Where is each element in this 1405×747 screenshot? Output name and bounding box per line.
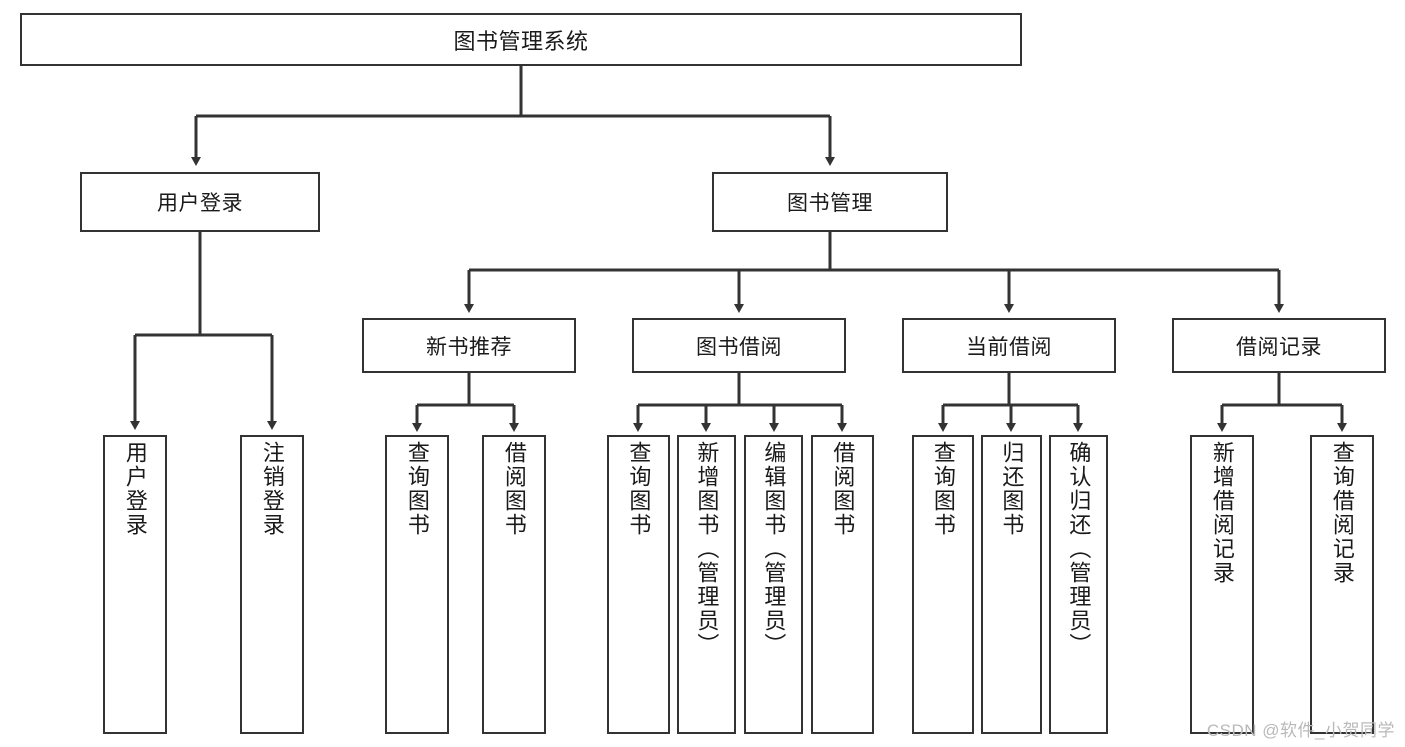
node-new-book-recommend-label: 新书推荐 — [426, 335, 512, 359]
leaf-query-books-recommend-label: 查询图书 — [404, 441, 430, 537]
leaf-borrow-books-label: 借阅图书 — [830, 441, 856, 537]
leaf-borrow-books-recommend-label: 借阅图书 — [501, 441, 527, 537]
node-book-borrow-label: 图书借阅 — [696, 335, 782, 359]
leaf-query-books-borrow[interactable]: 查询图书 — [607, 435, 670, 734]
node-book-management-label: 图书管理 — [787, 192, 873, 215]
node-current-borrow[interactable]: 当前借阅 — [902, 318, 1116, 373]
node-book-management[interactable]: 图书管理 — [712, 172, 948, 232]
node-root-system[interactable]: 图书管理系统 — [20, 13, 1022, 66]
leaf-logout-label: 注销登录 — [259, 441, 285, 537]
leaf-logout[interactable]: 注销登录 — [240, 435, 304, 734]
node-current-borrow-label: 当前借阅 — [966, 335, 1052, 359]
leaf-confirm-return-admin-label: 确认归还（管理员） — [1066, 441, 1092, 657]
node-user-login[interactable]: 用户登录 — [80, 172, 320, 232]
leaf-query-books-borrow-label: 查询图书 — [626, 441, 652, 537]
leaf-borrow-books[interactable]: 借阅图书 — [811, 435, 874, 734]
leaf-return-books-label: 归还图书 — [999, 441, 1025, 537]
leaf-user-login-label: 用户登录 — [122, 441, 148, 537]
node-user-login-label: 用户登录 — [157, 192, 243, 215]
leaf-edit-book-admin-label: 编辑图书（管理员） — [761, 441, 787, 657]
leaf-add-book-admin-label: 新增图书（管理员） — [694, 441, 720, 657]
node-borrow-records-label: 借阅记录 — [1236, 335, 1322, 359]
leaf-confirm-return-admin[interactable]: 确认归还（管理员） — [1049, 435, 1108, 734]
node-book-borrow[interactable]: 图书借阅 — [632, 318, 846, 373]
node-borrow-records[interactable]: 借阅记录 — [1172, 318, 1386, 373]
leaf-user-login[interactable]: 用户登录 — [103, 435, 167, 734]
leaf-query-borrow-record[interactable]: 查询借阅记录 — [1310, 435, 1374, 734]
node-root-label: 图书管理系统 — [453, 28, 589, 54]
leaf-query-borrow-record-label: 查询借阅记录 — [1329, 441, 1355, 585]
leaf-borrow-books-recommend[interactable]: 借阅图书 — [482, 435, 546, 734]
leaf-add-borrow-record[interactable]: 新增借阅记录 — [1190, 435, 1254, 734]
leaf-query-books-current[interactable]: 查询图书 — [912, 435, 974, 734]
node-new-book-recommend[interactable]: 新书推荐 — [362, 318, 576, 373]
leaf-add-book-admin[interactable]: 新增图书（管理员） — [677, 435, 736, 734]
leaf-query-books-current-label: 查询图书 — [930, 441, 956, 537]
leaf-edit-book-admin[interactable]: 编辑图书（管理员） — [744, 435, 803, 734]
leaf-add-borrow-record-label: 新增借阅记录 — [1209, 441, 1235, 585]
leaf-query-books-recommend[interactable]: 查询图书 — [385, 435, 449, 734]
leaf-return-books[interactable]: 归还图书 — [981, 435, 1042, 734]
